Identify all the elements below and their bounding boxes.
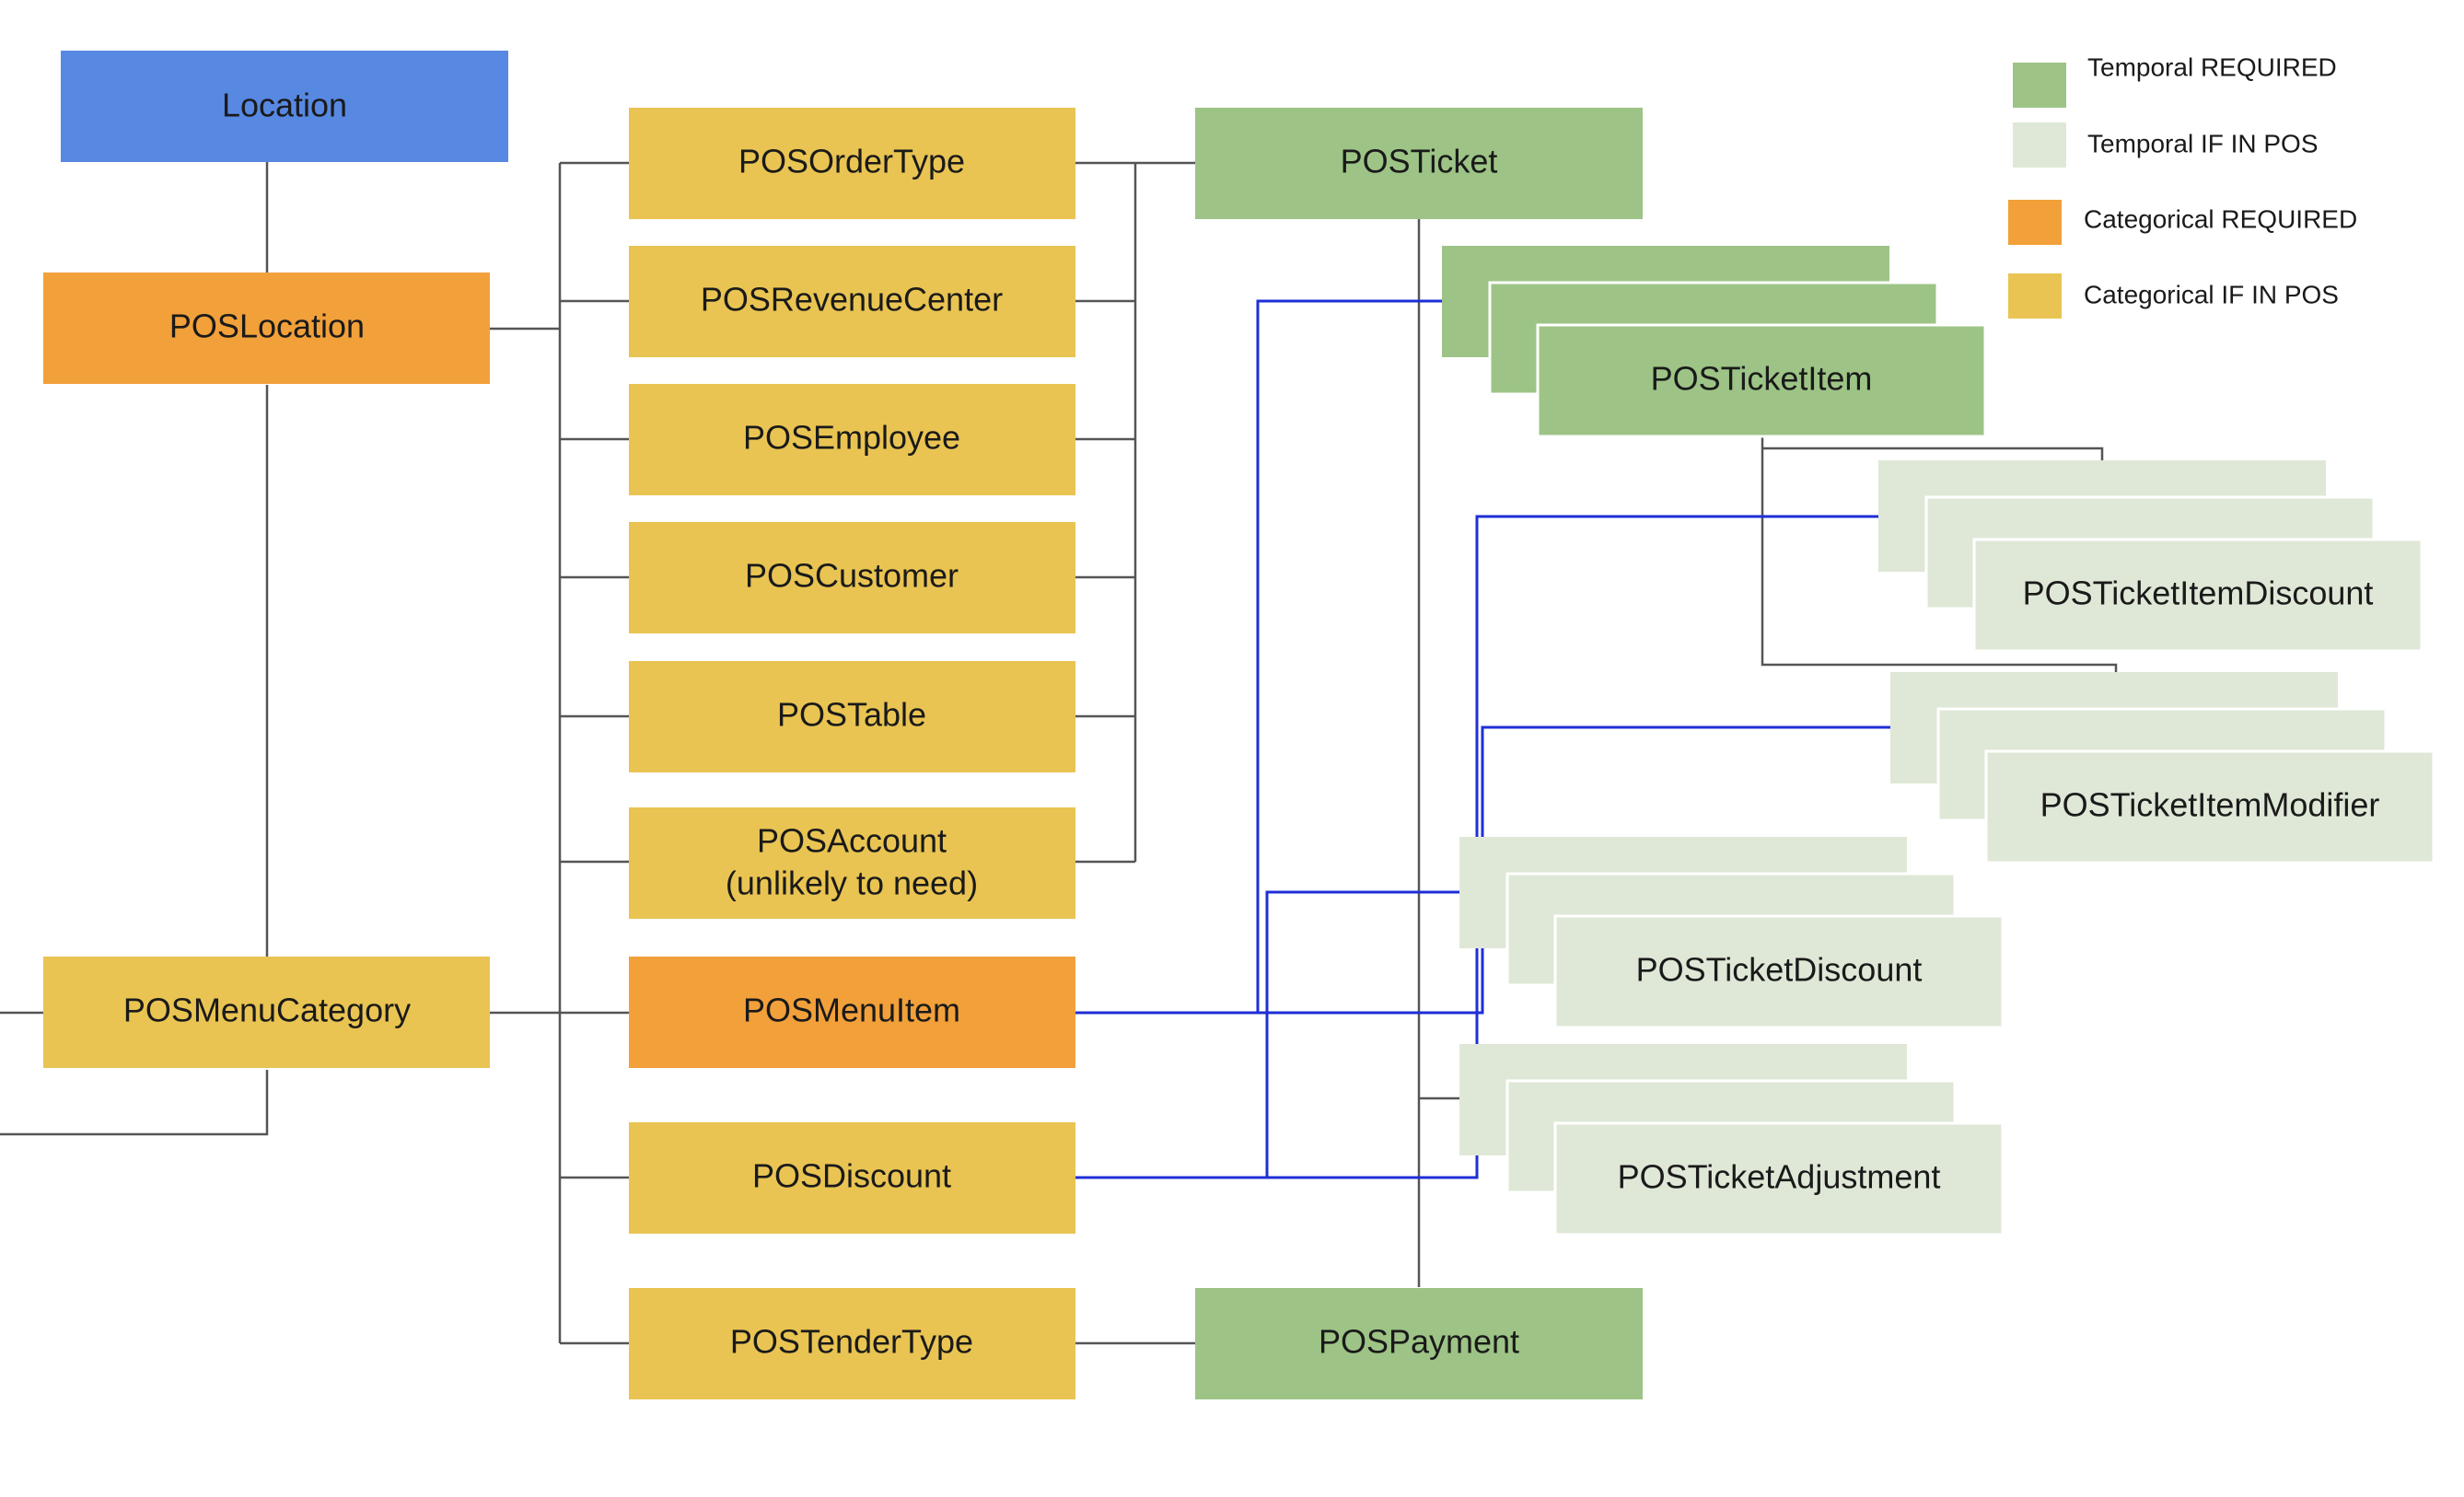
node-pos-table: POSTable xyxy=(629,661,1075,772)
node-pos-employee: POSEmployee xyxy=(629,384,1075,495)
legend-item-categorical-required: Categorical REQUIRED xyxy=(2008,200,2357,245)
node-pos-order-type: POSOrderType xyxy=(629,108,1075,219)
connector-lines xyxy=(0,158,2118,1345)
legend-item-temporal-required: Temporal REQUIRED xyxy=(2013,52,2337,108)
legend-swatch-temporal-if-in-pos xyxy=(2013,122,2066,168)
node-pos-tender-type: POSTenderType xyxy=(629,1288,1075,1399)
node-pos-ticket: POSTicket xyxy=(1195,108,1643,219)
node-pos-ticket-item-modifier: POSTicketItemModifier xyxy=(1890,672,2435,865)
link-discount-ticketdiscount xyxy=(1265,890,1459,1178)
node-pos-location-label: POSLocation xyxy=(169,308,365,345)
legend-swatch-categorical-if-in-pos xyxy=(2008,273,2062,319)
node-pos-employee-label: POSEmployee xyxy=(743,419,960,457)
node-pos-payment-label: POSPayment xyxy=(1319,1323,1519,1361)
node-pos-ticket-label: POSTicket xyxy=(1341,143,1498,180)
legend-label-categorical-required: Categorical REQUIRED xyxy=(2084,204,2357,233)
node-pos-revenue-center: POSRevenueCenter xyxy=(629,246,1075,357)
node-pos-ticket-adjustment-label: POSTicketAdjustment xyxy=(1618,1158,1941,1196)
connector-posmenucategory-bottom xyxy=(0,1070,269,1136)
node-pos-customer: POSCustomer xyxy=(629,522,1075,633)
node-pos-ticket-adjustment: POSTicketAdjustment xyxy=(1459,1044,2005,1236)
node-pos-order-type-label: POSOrderType xyxy=(738,143,965,180)
node-pos-table-label: POSTable xyxy=(777,696,926,734)
legend-label-categorical-if-in-pos: Categorical IF IN POS xyxy=(2084,280,2339,308)
node-pos-ticket-item: POSTicketItem xyxy=(1442,246,1987,438)
legend-label-temporal-required: Temporal REQUIRED xyxy=(2087,52,2337,81)
node-location-label: Location xyxy=(222,87,347,124)
node-pos-ticket-discount: POSTicketDiscount xyxy=(1459,837,2005,1029)
node-pos-menu-category: POSMenuCategory xyxy=(43,957,490,1068)
node-pos-location: POSLocation xyxy=(43,273,490,384)
node-pos-ticket-item-modifier-label: POSTicketItemModifier xyxy=(2040,786,2380,824)
node-pos-discount-label: POSDiscount xyxy=(752,1157,951,1195)
node-pos-menu-category-label: POSMenuCategory xyxy=(123,992,411,1029)
legend-swatch-categorical-required xyxy=(2008,200,2062,245)
legend: Temporal REQUIRED Temporal IF IN POS Cat… xyxy=(2008,52,2357,319)
node-pos-account-label: POSAccount xyxy=(757,822,947,860)
node-pos-customer-label: POSCustomer xyxy=(745,557,959,595)
node-pos-ticket-item-label: POSTicketItem xyxy=(1651,360,1873,398)
legend-item-categorical-if-in-pos: Categorical IF IN POS xyxy=(2008,273,2339,319)
link-menuitem-ticketitem xyxy=(1075,299,1442,1015)
node-pos-ticket-discount-label: POSTicketDiscount xyxy=(1636,951,1923,989)
node-pos-discount: POSDiscount xyxy=(629,1122,1075,1234)
legend-label-temporal-if-in-pos: Temporal IF IN POS xyxy=(2087,129,2319,157)
node-pos-account-note: (unlikely to need) xyxy=(726,865,978,902)
node-pos-menu-item: POSMenuItem xyxy=(629,957,1075,1068)
node-pos-ticket-item-discount: POSTicketItemDiscount xyxy=(1878,460,2423,653)
node-pos-payment: POSPayment xyxy=(1195,1288,1643,1399)
node-location: Location xyxy=(61,51,508,162)
node-pos-tender-type-label: POSTenderType xyxy=(730,1323,973,1361)
legend-swatch-temporal-required xyxy=(2013,63,2066,108)
node-pos-menu-item-label: POSMenuItem xyxy=(743,992,960,1029)
legend-item-temporal-if-in-pos: Temporal IF IN POS xyxy=(2013,122,2319,168)
node-pos-ticket-item-discount-label: POSTicketItemDiscount xyxy=(2023,574,2374,612)
node-pos-account: POSAccount (unlikely to need) xyxy=(629,807,1075,919)
node-pos-revenue-center-label: POSRevenueCenter xyxy=(701,281,1003,319)
